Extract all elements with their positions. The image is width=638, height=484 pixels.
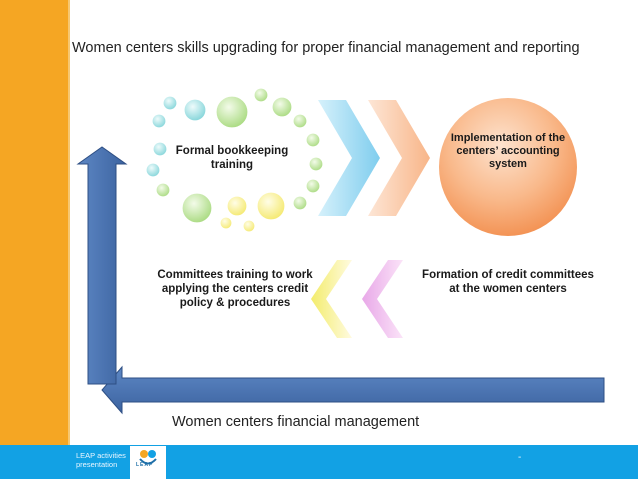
bottom-return-arrow xyxy=(101,365,605,415)
forward-chevron-blue xyxy=(318,100,380,216)
forward-chevron-orange xyxy=(368,100,430,216)
left-return-arrow xyxy=(76,146,128,385)
left-accent-bar xyxy=(0,0,68,445)
page-number: - xyxy=(518,452,522,463)
backward-chevron-yellow xyxy=(311,260,352,338)
leap-logo-icon xyxy=(139,450,157,465)
bubble-cluster xyxy=(145,87,324,233)
step-formation-label: Formation of credit committees at the wo… xyxy=(422,269,594,295)
backward-chevron-pink xyxy=(362,260,403,338)
leap-logo xyxy=(130,446,166,479)
step-committees-training-label: Committees training to work applying the… xyxy=(157,269,313,309)
slide-title: Women centers skills upgrading for prope… xyxy=(72,40,580,56)
footer-text: LEAP activities presentation xyxy=(76,451,126,469)
step-bookkeeping-label: Formal bookkeeping training xyxy=(175,145,289,171)
footer-bar xyxy=(0,445,638,479)
step-implementation-label: Implementation of the centers’ accountin… xyxy=(450,132,566,170)
implementation-circle xyxy=(439,98,577,236)
slide-subtitle: Women centers financial management xyxy=(172,414,420,430)
left-accent-divider xyxy=(68,0,70,445)
logo-text: LEAP xyxy=(136,462,154,468)
